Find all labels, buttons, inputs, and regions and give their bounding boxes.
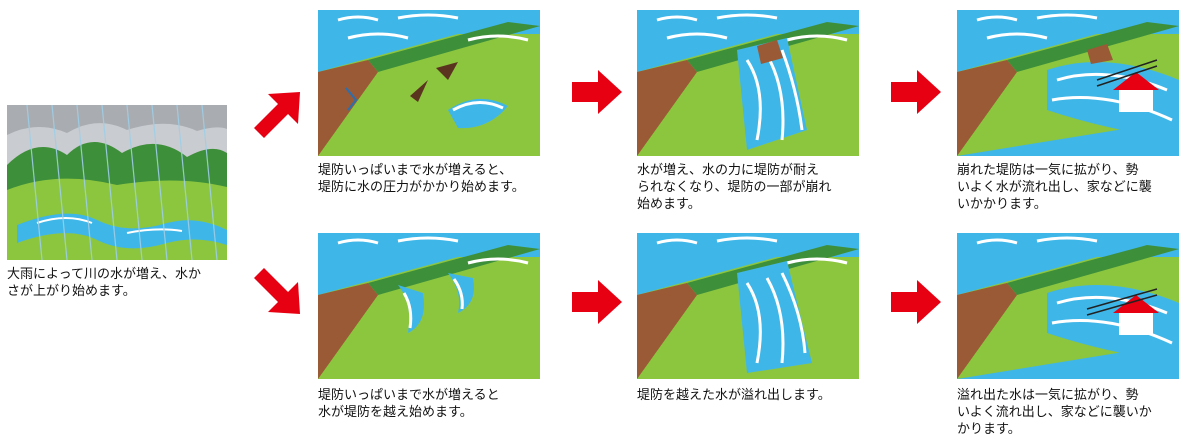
top-step3-caption: 崩れた堤防は一気に拡がり、勢 いよく水が流れ出し、家などに襲 いかかります。 [957, 163, 1152, 212]
arrow-right-icon [891, 280, 941, 328]
top-step1-caption: 堤防いっぱいまで水が増えると、 堤防に水の圧力がかかり始めます。 [318, 163, 525, 195]
top-step2-caption: 水が増え、水の力に堤防が耐え られなくなり、堤防の一部が崩れ 始めます。 [637, 163, 832, 212]
bottom-step1-caption: 堤防いっぱいまで水が増えると 水が堤防を越え始めます。 [318, 388, 500, 420]
top-step3-image [957, 10, 1179, 156]
arrow-down-right-icon [248, 262, 304, 322]
arrow-right-icon [891, 70, 941, 118]
bottom-step1-image [318, 233, 540, 379]
rain-scene-image [7, 105, 227, 260]
bottom-step3-image [957, 233, 1179, 379]
bottom-step3-caption: 溢れ出た水は一気に拡がり、勢 いよく流れ出し、家などに襲いか かります。 [957, 388, 1152, 437]
arrow-up-right-icon [248, 88, 304, 148]
arrow-right-icon [572, 280, 622, 328]
top-step2-image [637, 10, 859, 156]
top-step1-image [318, 10, 540, 156]
bottom-step2-image [637, 233, 859, 379]
arrow-right-icon [572, 70, 622, 118]
intro-caption: 大雨によって川の水が増え、水か さが上がり始めます。 [7, 267, 201, 299]
bottom-step2-caption: 堤防を越えた水が溢れ出します。 [637, 388, 831, 403]
